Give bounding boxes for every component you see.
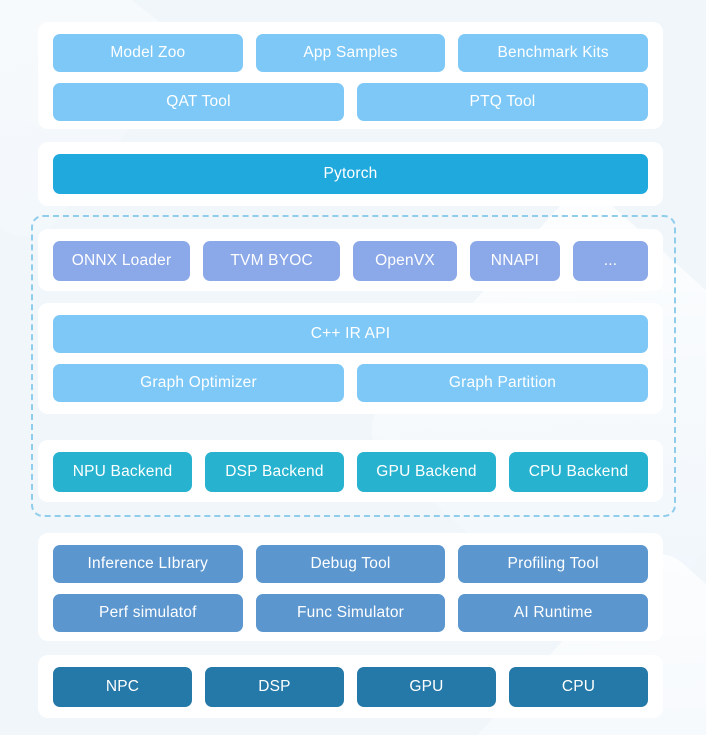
layer-row: C++ IR API (53, 315, 648, 353)
layer-row: Perf simulatof Func Simulator AI Runtime (53, 594, 649, 632)
layer-framework: Pytorch (38, 142, 663, 206)
chip-qat-tool[interactable]: QAT Tool (53, 83, 344, 121)
layer-runtime-tools: Inference LIbrary Debug Tool Profiling T… (38, 533, 663, 641)
layer-hardware: NPC DSP GPU CPU (38, 655, 663, 718)
chip-pytorch[interactable]: Pytorch (53, 154, 648, 194)
layer-row: NPC DSP GPU CPU (53, 667, 648, 707)
layer-row: Pytorch (53, 154, 648, 194)
chip-perf-simulator[interactable]: Perf simulatof (53, 594, 243, 632)
chip-app-samples[interactable]: App Samples (255, 34, 446, 72)
chip-onnx-loader[interactable]: ONNX Loader (53, 241, 191, 281)
chip-tvm-byoc[interactable]: TVM BYOC (203, 241, 341, 281)
chip-profiling-tool[interactable]: Profiling Tool (458, 545, 649, 583)
chip-func-simulator[interactable]: Func Simulator (255, 594, 446, 632)
layer-row: Graph Optimizer Graph Partition (53, 364, 648, 402)
chip-cpu[interactable]: CPU (509, 667, 648, 707)
layer-backend: NPU Backend DSP Backend GPU Backend CPU … (38, 440, 663, 502)
layer-row: NPU Backend DSP Backend GPU Backend CPU … (53, 452, 648, 492)
chip-ptq-tool[interactable]: PTQ Tool (357, 83, 648, 121)
chip-model-zoo[interactable]: Model Zoo (53, 34, 243, 72)
chip-graph-optimizer[interactable]: Graph Optimizer (53, 364, 344, 402)
chip-cpu-backend[interactable]: CPU Backend (509, 452, 648, 492)
chip-ai-runtime[interactable]: AI Runtime (458, 594, 649, 632)
layer-row: QAT Tool PTQ Tool (53, 83, 648, 121)
chip-more-ellipsis[interactable]: ... (573, 241, 649, 281)
layer-app-tools: Model Zoo App Samples Benchmark Kits QAT… (38, 22, 663, 129)
chip-graph-partition[interactable]: Graph Partition (357, 364, 648, 402)
chip-gpu[interactable]: GPU (357, 667, 496, 707)
layer-row: Model Zoo App Samples Benchmark Kits (53, 34, 649, 72)
chip-npc[interactable]: NPC (53, 667, 192, 707)
chip-npu-backend[interactable]: NPU Backend (53, 452, 192, 492)
layer-ir: C++ IR API Graph Optimizer Graph Partiti… (38, 303, 663, 414)
chip-inference-library[interactable]: Inference LIbrary (53, 545, 243, 583)
chip-cpp-ir-api[interactable]: C++ IR API (53, 315, 648, 353)
chip-debug-tool[interactable]: Debug Tool (255, 545, 446, 583)
chip-nnapi[interactable]: NNAPI (469, 241, 561, 281)
chip-openvx[interactable]: OpenVX (353, 241, 457, 281)
chip-gpu-backend[interactable]: GPU Backend (357, 452, 496, 492)
layer-frontend: ONNX Loader TVM BYOC OpenVX NNAPI ... (38, 229, 663, 291)
chip-benchmark-kits[interactable]: Benchmark Kits (458, 34, 649, 72)
chip-dsp-backend[interactable]: DSP Backend (205, 452, 344, 492)
chip-dsp[interactable]: DSP (205, 667, 344, 707)
layer-row: Inference LIbrary Debug Tool Profiling T… (53, 545, 649, 583)
layer-row: ONNX Loader TVM BYOC OpenVX NNAPI ... (53, 241, 649, 281)
